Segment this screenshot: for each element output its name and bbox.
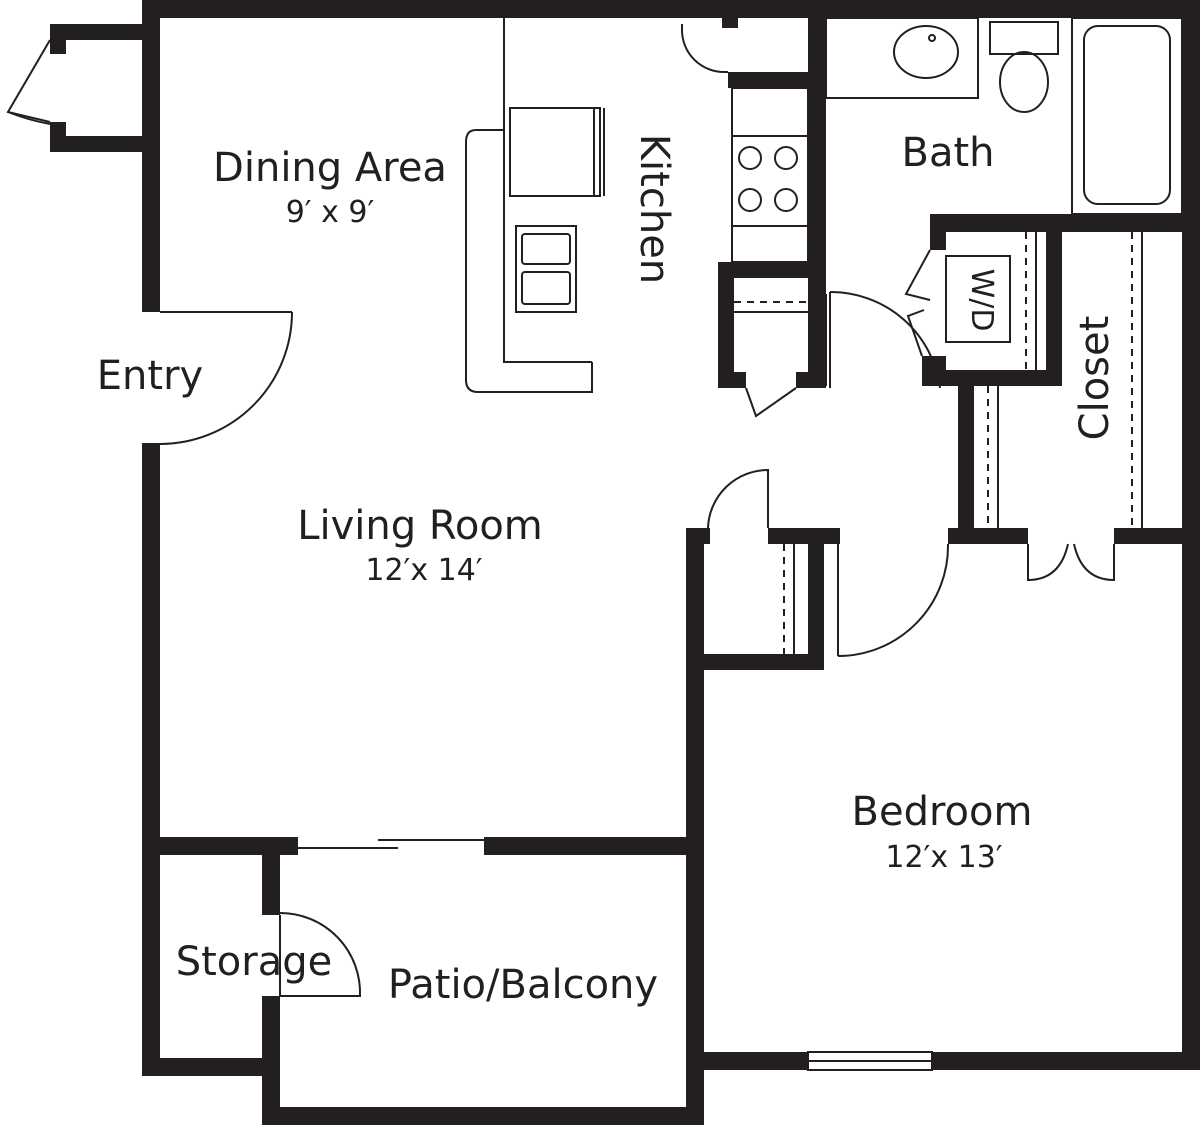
bedroom-label: Bedroom [852, 789, 1033, 835]
wall-kitchen-bath [808, 0, 826, 388]
wall-bedroom-bottom-left [686, 1052, 808, 1070]
wall-top [142, 0, 1200, 18]
closet-bifold-left [1027, 543, 1069, 582]
dining-size: 9′ x 9′ [286, 195, 375, 230]
wall-pantry-top2 [718, 262, 824, 278]
wall-living-patio-left [142, 837, 298, 855]
fixtures [6, 17, 1183, 1071]
range-counter [731, 87, 809, 263]
wall-wd-bottom [922, 370, 1062, 386]
wall-closet-right [808, 528, 824, 670]
lavatory [893, 25, 959, 79]
wall-bedroom-bottom-right [932, 1052, 1200, 1070]
room-labels: Dining Area 9′ x 9′ Kitchen Bath W/D Clo… [97, 130, 1118, 1008]
closet-label: Closet [1072, 316, 1118, 441]
sink-basin-2 [521, 271, 571, 305]
bath-label: Bath [902, 130, 995, 176]
bath-door-swing [829, 290, 941, 389]
vestibule-door-arc [7, 111, 51, 125]
burner-4 [774, 188, 798, 212]
wall-closet-left [958, 386, 974, 544]
toilet-bowl [999, 51, 1049, 113]
burner-3 [738, 188, 762, 212]
wall-living-bedroom [686, 528, 704, 1125]
dishwasher [509, 107, 601, 197]
bedroom-door-swing [837, 543, 950, 657]
wd-door-2 [906, 309, 925, 357]
storage-door-swing [279, 912, 362, 997]
bedroom-size: 12′x 13′ [885, 840, 1002, 875]
pantry-door [745, 387, 797, 418]
fridge-door-arc [681, 24, 728, 73]
wall-patio-bottom [262, 1107, 702, 1125]
wall-bedroom-top-b [1114, 528, 1200, 544]
wall-wd-left-top [930, 214, 946, 250]
wd-label: W/D [964, 269, 999, 332]
wall-wd-right [1046, 214, 1062, 386]
sink-basin-1 [521, 233, 571, 265]
walls [50, 0, 1200, 1125]
wall-patio-left-lower [262, 996, 280, 1125]
wall-closet-bottom [686, 654, 824, 670]
wall-vest-4 [50, 24, 142, 40]
kitchen-label: Kitchen [631, 134, 677, 284]
wall-pantry-left [718, 262, 734, 388]
wall-storage-bottom [142, 1058, 280, 1076]
wall-closet-top-a [686, 528, 710, 544]
kitchen-island [465, 129, 593, 393]
toilet-tank [989, 21, 1059, 55]
wall-vest-3 [50, 136, 142, 152]
wall-kitchen-stub [722, 18, 738, 28]
entry-door-swing [159, 311, 293, 445]
tub-basin [1083, 25, 1171, 205]
closet-bifold-right [1073, 543, 1115, 582]
wall-pantry-top [728, 72, 824, 88]
dining-label: Dining Area [213, 145, 447, 191]
wall-closet-top-b [768, 528, 840, 544]
living-size: 12′x 14′ [365, 553, 482, 588]
storage-label: Storage [176, 939, 333, 985]
bathtub [1071, 17, 1183, 215]
burner-1 [738, 146, 762, 170]
washer-dryer [945, 255, 1011, 343]
range [731, 135, 809, 227]
entry-label: Entry [97, 353, 203, 399]
wall-left-lower [142, 444, 160, 1076]
kitchen-counter-edge [503, 18, 592, 363]
linen-door-swing [707, 468, 769, 529]
wd-door-1 [904, 249, 931, 301]
vanity [825, 17, 979, 99]
wall-living-patio-right [484, 837, 702, 855]
wall-pantry-bottom-a [718, 372, 746, 388]
wall-wd-top [930, 214, 1200, 232]
living-label: Living Room [297, 503, 543, 549]
wall-left-upper [142, 0, 160, 312]
vestibule-door [6, 39, 51, 123]
sink [515, 225, 577, 313]
burner-2 [774, 146, 798, 170]
wall-pantry-bottom-b [796, 372, 824, 388]
wall-patio-left-upper [262, 842, 280, 915]
patio-label: Patio/Balcony [388, 962, 658, 1008]
